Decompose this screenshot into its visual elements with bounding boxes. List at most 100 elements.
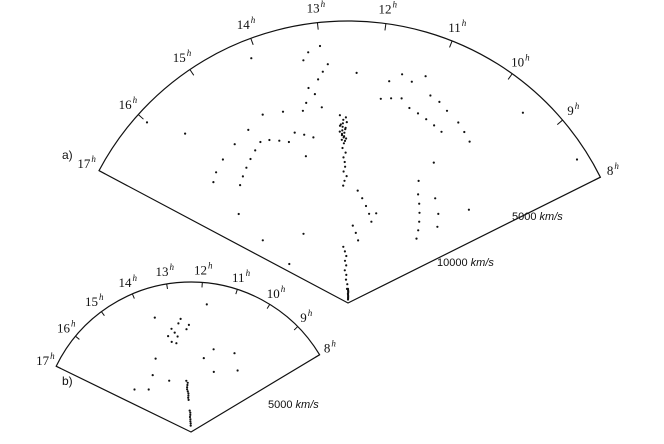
hour-label-9: 9h	[567, 101, 580, 118]
galaxy-point	[368, 213, 370, 215]
galaxy-point	[239, 184, 241, 186]
galaxy-point	[262, 114, 264, 116]
galaxy-point	[344, 269, 346, 271]
galaxy-point	[215, 171, 217, 173]
galaxy-point	[344, 260, 346, 262]
galaxy-point	[189, 410, 191, 412]
galaxy-point	[190, 422, 192, 424]
galaxy-point	[203, 357, 205, 359]
galaxy-point	[438, 101, 440, 103]
galaxy-point	[254, 149, 256, 151]
hour-tick	[315, 355, 319, 358]
galaxy-point	[278, 140, 280, 142]
hour-tick	[99, 171, 105, 174]
galaxy-point	[288, 263, 290, 265]
galaxy-point	[433, 162, 435, 164]
hour-tick	[167, 284, 168, 289]
radial-label-5000: 5000 km/s	[512, 211, 563, 223]
galaxy-point	[177, 335, 179, 337]
galaxy-point	[303, 134, 305, 136]
galaxy-point	[184, 133, 186, 135]
galaxy-point	[346, 175, 348, 177]
galaxy-point	[152, 374, 154, 376]
hour-label-13: 13h	[155, 262, 174, 279]
galaxy-point	[576, 158, 578, 160]
galaxy-point	[408, 107, 410, 109]
galaxy-point	[418, 203, 420, 205]
galaxy-point	[411, 81, 413, 83]
galaxy-point	[305, 155, 307, 157]
galaxy-point	[433, 124, 435, 126]
galaxy-point	[356, 72, 358, 74]
hour-tick	[76, 336, 80, 339]
galaxy-point	[305, 102, 307, 104]
galaxy-point	[341, 147, 343, 149]
galaxy-point	[401, 97, 403, 99]
hour-label-11: 11h	[232, 268, 251, 285]
galaxy-point	[342, 119, 344, 121]
galaxy-point	[346, 283, 348, 285]
hour-tick	[101, 312, 104, 316]
hour-label-10: 10h	[511, 52, 530, 69]
galaxy-point	[327, 63, 329, 65]
galaxy-point	[168, 380, 170, 382]
galaxy-point	[370, 221, 372, 223]
galaxy-point	[344, 250, 346, 252]
galaxy-point	[415, 238, 417, 240]
galaxy-point	[345, 137, 347, 139]
galaxy-point	[177, 322, 179, 324]
hour-label-12: 12h	[194, 260, 213, 277]
galaxy-point	[344, 140, 346, 142]
hour-label-16: 16h	[119, 95, 138, 112]
galaxy-point	[425, 75, 427, 77]
galaxy-point	[186, 386, 188, 388]
galaxy-point	[347, 298, 349, 300]
galaxy-point	[245, 167, 247, 169]
hour-label-15: 15h	[173, 48, 192, 65]
galaxy-point	[352, 225, 354, 227]
hour-label-8: 8h	[324, 339, 337, 356]
hour-label-12: 12h	[379, 0, 398, 17]
galaxy-point	[344, 161, 346, 163]
hour-label-17: 17h	[36, 351, 55, 368]
galaxy-point	[247, 129, 249, 131]
galaxy-point	[155, 358, 157, 360]
galaxy-point	[302, 233, 304, 235]
hour-label-8: 8h	[607, 161, 620, 178]
hour-label-17: 17h	[77, 154, 96, 171]
galaxy-point	[237, 369, 239, 371]
galaxy-point	[189, 412, 191, 414]
galaxy-point	[133, 388, 135, 390]
galaxy-point	[346, 121, 348, 123]
galaxy-point	[188, 399, 190, 401]
galaxy-point	[347, 294, 349, 296]
galaxy-point	[436, 226, 438, 228]
galaxy-point	[361, 197, 363, 199]
galaxy-point	[390, 97, 392, 99]
galaxy-point	[463, 131, 465, 133]
galaxy-point	[238, 213, 240, 215]
galaxy-point	[188, 324, 190, 326]
galaxy-point	[469, 141, 471, 143]
hour-label-11: 11h	[448, 18, 467, 35]
galaxy-point	[319, 45, 321, 47]
galaxy-point	[437, 213, 439, 215]
galaxy-point	[282, 111, 284, 113]
galaxy-point	[457, 121, 459, 123]
galaxy-point	[365, 205, 367, 207]
galaxy-point	[189, 418, 191, 420]
galaxy-point	[242, 175, 244, 177]
galaxy-point	[343, 170, 345, 172]
galaxy-point	[375, 212, 377, 214]
galaxy-point	[322, 71, 324, 73]
galaxy-point	[380, 98, 382, 100]
galaxy-point	[339, 131, 341, 133]
galaxy-point	[345, 264, 347, 266]
galaxy-point	[189, 416, 191, 418]
hour-label-10: 10h	[267, 284, 286, 301]
galaxy-point	[171, 341, 173, 343]
